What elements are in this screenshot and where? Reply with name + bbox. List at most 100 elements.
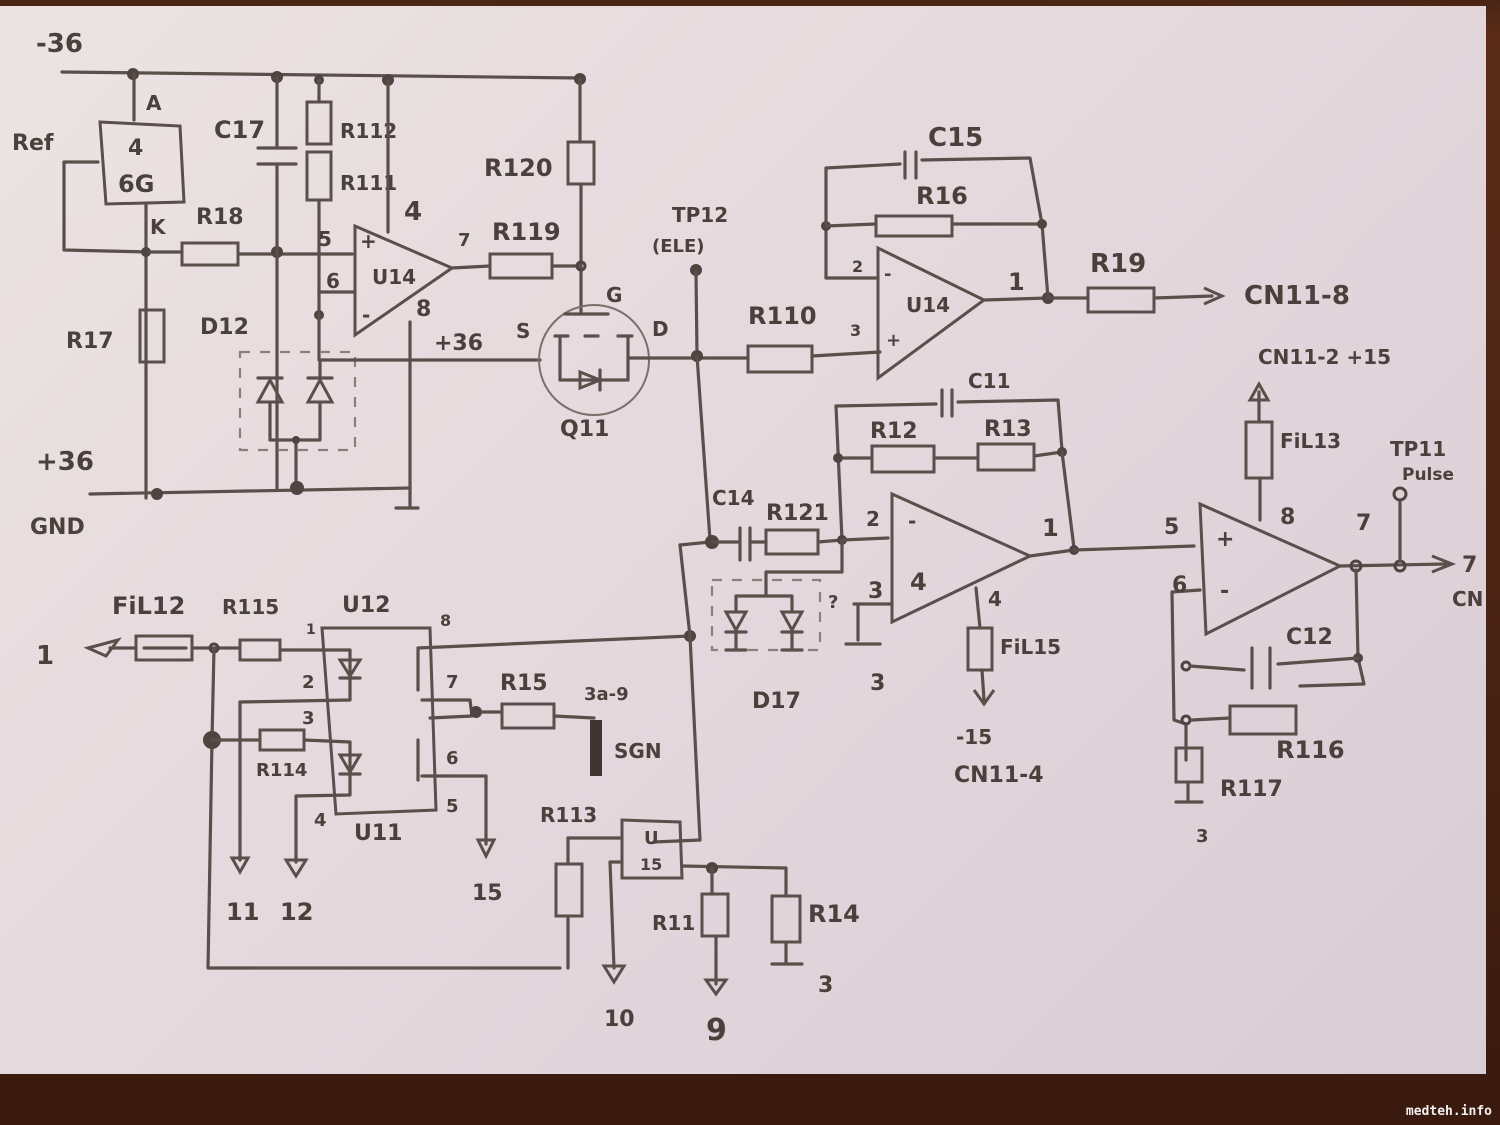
- d17-question-mark: ?: [828, 592, 838, 613]
- resistor-r11: [700, 866, 730, 997]
- rail-neg36: [60, 68, 586, 86]
- input-pin1-label: 1: [36, 641, 54, 671]
- r121-label: R121: [766, 501, 829, 526]
- r113-label: R113: [540, 803, 597, 827]
- r12-label: R12: [870, 419, 918, 444]
- source-label: S: [516, 319, 530, 343]
- neg15-label: -15: [956, 725, 992, 749]
- mid-gnd3-label: 3: [870, 671, 885, 696]
- diode-pair-d17: [710, 538, 844, 652]
- drain-label: D: [652, 317, 669, 341]
- mid-pin2: 2: [866, 507, 880, 531]
- c15-label: C15: [928, 123, 983, 153]
- opto-pin3: 3: [302, 708, 315, 729]
- diode-pair-d12: [238, 350, 542, 490]
- mosfet-q11: [538, 304, 650, 416]
- rail-neg36-label: -36: [36, 29, 83, 59]
- capacitor-c17: [256, 76, 298, 492]
- u14a-pin6: 6: [326, 269, 340, 293]
- anode-label: A: [146, 91, 162, 115]
- rail-gnd: [88, 481, 420, 510]
- r116-label: R116: [1276, 736, 1345, 764]
- opamp-output: [1072, 486, 1457, 762]
- pin15-label: 15: [472, 881, 503, 906]
- r117-gnd3-label: 3: [1196, 826, 1209, 847]
- filter-fil15: [966, 626, 996, 707]
- mid-pin3: 3: [868, 579, 883, 604]
- resistor-r120: [566, 77, 596, 314]
- opto-pin6: 6: [446, 748, 459, 769]
- fil12-label: FiL12: [112, 592, 185, 620]
- cathode-label: K: [150, 215, 167, 239]
- filter-fil12: [83, 634, 242, 662]
- resistor-r121: [748, 528, 890, 556]
- out-pin6: 6: [1172, 573, 1187, 598]
- sgn-pin-label: 3a-9: [584, 684, 629, 705]
- out-minus-sign: -: [1220, 579, 1229, 604]
- rail-pos36-label: +36: [36, 447, 94, 477]
- fil15-label: FiL15: [1000, 635, 1061, 659]
- opto-pin8: 8: [440, 611, 451, 630]
- ref-ic-line2: 6G: [118, 170, 154, 198]
- resistor-r119: [488, 252, 587, 280]
- pin9-label: 9: [706, 1013, 727, 1048]
- u14a-pin8: 8: [416, 297, 431, 322]
- cn11-4-label: CN11-4: [954, 763, 1044, 788]
- u14b-label: U14: [906, 293, 950, 317]
- u15-label-line1: U: [644, 828, 659, 849]
- tp11-label: TP11: [1390, 437, 1446, 461]
- r15-label: R15: [500, 671, 548, 696]
- watermark: medteh.info: [1405, 1104, 1492, 1119]
- opamp-u14a: [314, 78, 492, 490]
- opto-pin1: 1: [306, 622, 316, 638]
- resistor-r16: [824, 214, 1047, 238]
- r14-label: R14: [808, 900, 860, 928]
- r13-label: R13: [984, 417, 1032, 442]
- resistor-r115: [238, 638, 324, 662]
- r11-label: R11: [652, 911, 695, 935]
- opamp-mid: [844, 491, 1079, 646]
- cn-pin7-label: 7: [1462, 553, 1477, 578]
- test-point-tp12: [626, 264, 750, 542]
- resistor-r18: [148, 241, 354, 267]
- resistor-r14: [770, 894, 804, 966]
- gate-label: G: [606, 283, 622, 307]
- c17-label: C17: [214, 116, 265, 144]
- ref-label: Ref: [12, 131, 54, 156]
- mid-pin4: 4: [988, 587, 1002, 611]
- r117-label: R117: [1220, 777, 1283, 802]
- u14a-pin7: 7: [458, 230, 471, 251]
- optocoupler-u12-u11: [203, 543, 702, 970]
- u14a-minus-sign: -: [362, 303, 370, 327]
- r16-label: R16: [916, 182, 968, 210]
- rail-gnd-label: GND: [30, 515, 85, 540]
- sgn-label: SGN: [614, 739, 662, 763]
- u14b-pin2: 2: [852, 257, 863, 276]
- r19-label: R19: [1090, 249, 1146, 279]
- u11-label: U11: [354, 821, 402, 846]
- cn-out-label: CN: [1452, 587, 1483, 611]
- tp12-label: TP12: [672, 203, 728, 227]
- pin12-label: 12: [280, 898, 313, 926]
- u12-label: U12: [342, 593, 390, 618]
- reference-ic: [62, 72, 186, 500]
- u14a-plus-sign: +: [360, 229, 377, 253]
- opto-pin4: 4: [314, 810, 327, 831]
- mid-minus-sign: -: [908, 509, 916, 533]
- d12-label: D12: [200, 315, 249, 340]
- resistor-r116: [1180, 704, 1298, 736]
- u15-label-line2: 15: [640, 855, 662, 874]
- fil13-label: FiL13: [1280, 429, 1341, 453]
- u14b-pin3: 3: [850, 321, 861, 340]
- u14a-label: U14: [372, 265, 416, 289]
- out-pin5: 5: [1164, 515, 1179, 540]
- u14b-minus-sign: -: [884, 264, 891, 285]
- r110-label: R110: [748, 302, 817, 330]
- capacitor-c15: [824, 150, 1044, 228]
- c11-label: C11: [968, 369, 1011, 393]
- resistor-r19: [1046, 286, 1226, 314]
- pin11-label: 11: [226, 898, 259, 926]
- cn11-8-label: CN11-8: [1244, 281, 1350, 311]
- c14-label: C14: [712, 486, 755, 510]
